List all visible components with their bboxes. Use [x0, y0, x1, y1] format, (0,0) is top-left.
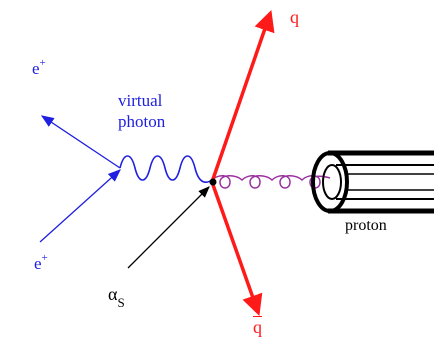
- quark-line: [210, 10, 275, 183]
- incoming-positron-line: [39, 169, 121, 243]
- proton-label: proton: [345, 217, 387, 234]
- virtual-photon-wave: [119, 155, 213, 183]
- positron-top-symbol: e: [32, 59, 40, 78]
- virtual-photon-label-line1: virtual: [118, 91, 163, 110]
- quark-label: q: [290, 7, 299, 27]
- virtual-photon-label: virtual photon: [118, 90, 165, 132]
- positron-top-charge: +: [39, 57, 46, 69]
- coupling-pointer-arrow: [127, 186, 210, 269]
- proton-cylinder: [311, 150, 434, 214]
- vertex-dot: [209, 178, 217, 186]
- coupling-subscript: S: [117, 295, 125, 310]
- positron-bottom-charge: +: [41, 252, 48, 264]
- coupling-label: αS: [108, 284, 125, 309]
- outgoing-positron-line: [40, 115, 121, 169]
- antiquark-line: [210, 181, 263, 316]
- positron-top-label: e+: [32, 57, 46, 78]
- antiquark-label: q: [253, 318, 262, 336]
- coupling-symbol: α: [108, 284, 118, 304]
- virtual-photon-label-line2: photon: [118, 112, 166, 131]
- antiquark-symbol: q: [253, 317, 262, 337]
- gluon-curl: [211, 175, 331, 189]
- positron-bottom-symbol: e: [34, 254, 42, 273]
- positron-bottom-label: e+: [34, 252, 48, 273]
